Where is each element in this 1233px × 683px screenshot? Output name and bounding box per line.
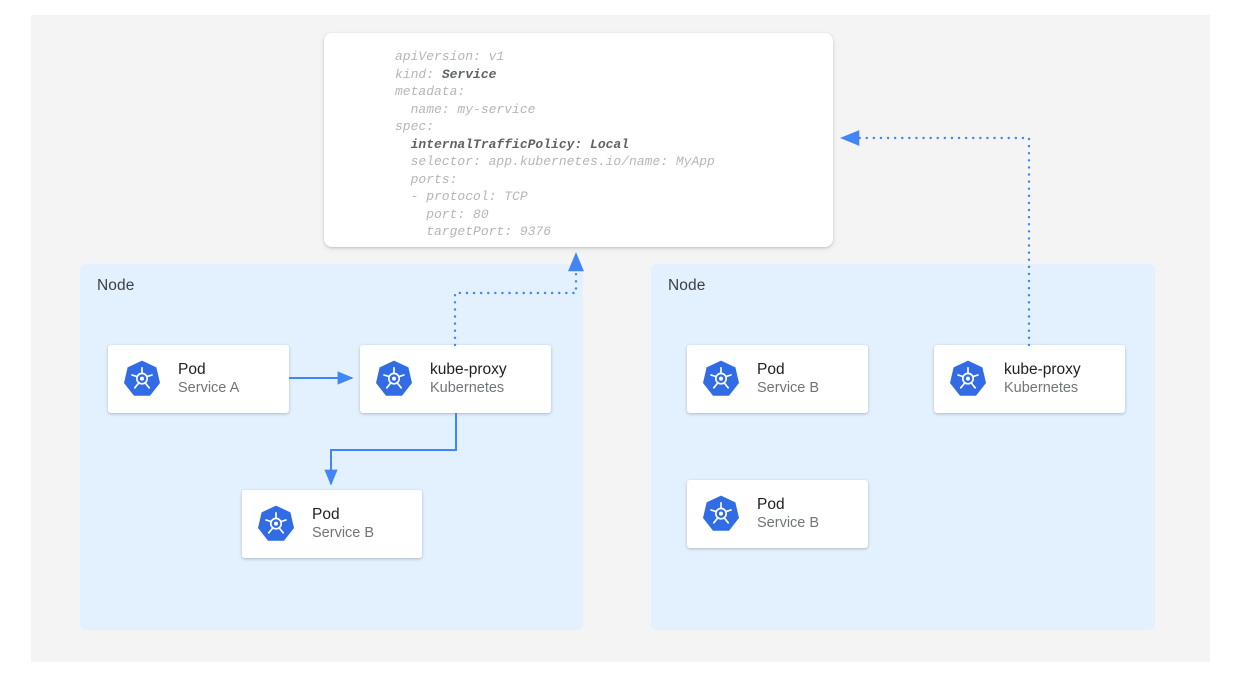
card-title: Pod: [178, 360, 206, 378]
node-label-left: Node: [97, 277, 135, 294]
card-title: Pod: [757, 495, 785, 513]
card-pod-service-b-right-1[interactable]: Pod Service B: [687, 345, 868, 413]
card-text: kube-proxy Kubernetes: [430, 361, 507, 397]
card-text: Pod Service B: [757, 361, 819, 397]
card-text: Pod Service B: [757, 496, 819, 532]
card-pod-service-b-right-2[interactable]: Pod Service B: [687, 480, 868, 548]
card-subtitle: Service B: [757, 380, 820, 397]
kubernetes-icon: [258, 505, 294, 541]
manifest-line: kind: Service: [395, 66, 497, 82]
manifest-line: port: 80: [395, 206, 489, 222]
card-kube-proxy-right[interactable]: kube-proxy Kubernetes: [934, 345, 1125, 413]
kubernetes-icon: [950, 360, 986, 396]
manifest-line: - protocol: TCP: [395, 189, 528, 204]
manifest-line: internalTrafficPolicy: Local: [395, 136, 630, 152]
manifest-line: name: my-service: [395, 101, 536, 117]
manifest-line: targetPort: 9376: [395, 224, 552, 239]
card-subtitle: Service B: [757, 515, 820, 532]
manifest-line: spec:: [395, 119, 435, 134]
service-manifest-code: apiVersion: v1 kind: Service metadata: nam…: [395, 48, 715, 241]
kubernetes-icon: [124, 360, 160, 396]
card-kube-proxy-left[interactable]: kube-proxy Kubernetes: [360, 345, 551, 413]
card-text: Pod Service A: [178, 361, 239, 397]
manifest-line: metadata:: [395, 84, 466, 99]
service-manifest-card: apiVersion: v1 kind: Service metadata: nam…: [324, 33, 833, 247]
card-text: Pod Service B: [312, 506, 374, 542]
card-subtitle: Kubernetes: [1004, 380, 1079, 397]
card-subtitle: Kubernetes: [430, 380, 505, 397]
manifest-line: selector: app.kubernetes.io/name: MyApp: [395, 154, 715, 169]
manifest-line: ports:: [395, 171, 458, 187]
node-group-left: Node: [80, 264, 583, 630]
card-subtitle: Service B: [312, 525, 375, 542]
node-group-right: Node: [651, 264, 1155, 630]
kubernetes-icon: [703, 360, 739, 396]
card-title: Pod: [757, 360, 785, 378]
diagram-canvas: Node Node apiVersion: v1 kind: Service met…: [31, 15, 1210, 662]
card-subtitle: Service A: [178, 380, 240, 397]
card-pod-service-a[interactable]: Pod Service A: [108, 345, 289, 413]
manifest-line: apiVersion: v1: [395, 49, 505, 64]
card-title: kube-proxy: [430, 360, 507, 378]
kubernetes-icon: [703, 495, 739, 531]
card-text: kube-proxy Kubernetes: [1004, 361, 1081, 397]
node-label-right: Node: [668, 277, 706, 294]
card-title: kube-proxy: [1004, 360, 1081, 378]
kubernetes-icon: [376, 360, 412, 396]
card-title: Pod: [312, 505, 340, 523]
card-pod-service-b-left[interactable]: Pod Service B: [242, 490, 422, 558]
